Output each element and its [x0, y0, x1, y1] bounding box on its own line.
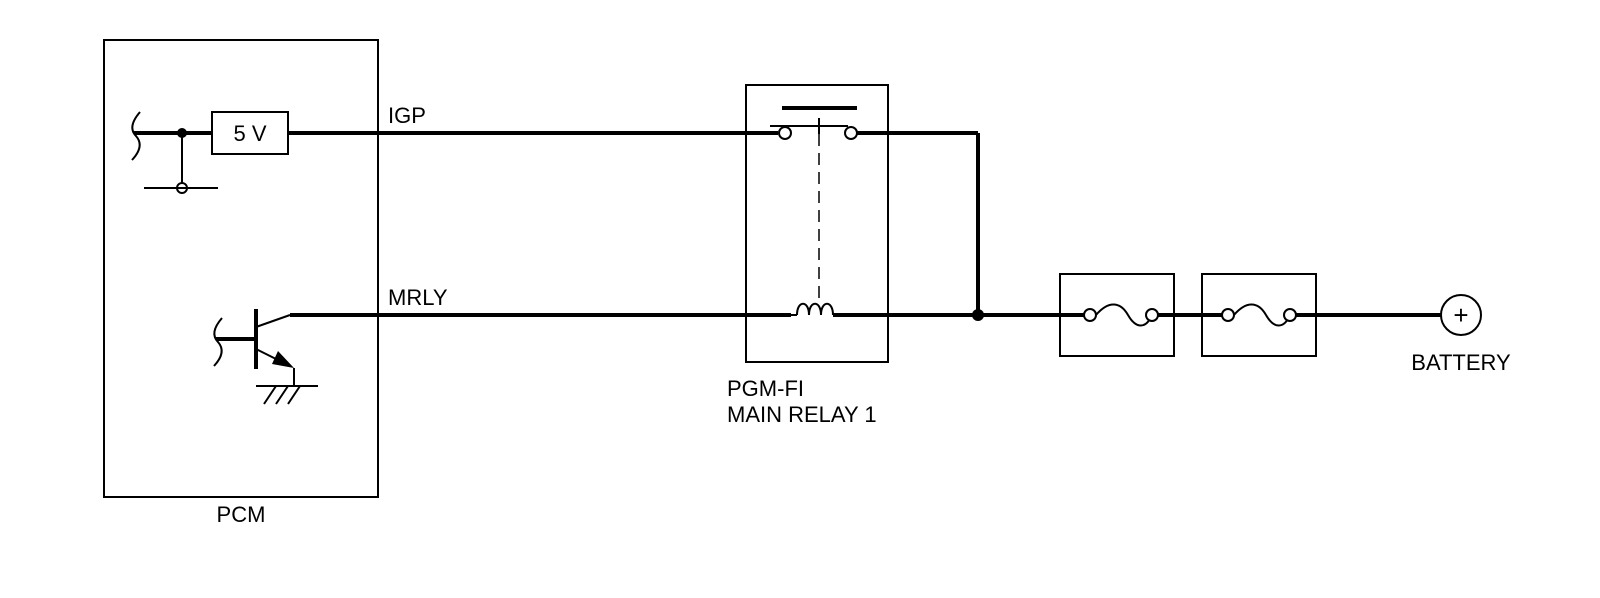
fuse-2: [1201, 273, 1317, 357]
relay-switch-terminal-left: [778, 126, 792, 140]
pcm-label: PCM: [217, 502, 266, 527]
relay-coil-icon: [796, 302, 834, 316]
igp-label: IGP: [388, 103, 426, 128]
battery-terminal-icon: [1440, 294, 1482, 336]
relay-label-line1: PGM-FI: [727, 376, 804, 401]
transistor-base-break-icon: [213, 317, 223, 367]
fuse-icon: [1233, 303, 1291, 327]
main-relay: PGM-FI MAIN RELAY 1: [727, 84, 889, 427]
relay-box: [745, 84, 889, 363]
regulator-5v-label: 5 V: [233, 121, 266, 146]
ground-icon: [256, 385, 318, 405]
battery-plus-symbol: +: [1453, 300, 1468, 330]
battery-label: BATTERY: [1411, 350, 1511, 375]
feed-junction-node: [972, 309, 984, 321]
battery: + BATTERY: [1411, 294, 1511, 375]
transistor-icon: [213, 309, 295, 386]
mrly-label: MRLY: [388, 285, 448, 310]
pcm-box: [103, 39, 379, 498]
relay-switch-terminal-right: [844, 126, 858, 140]
fuse-1: [1059, 273, 1175, 357]
fuse-icon: [1095, 303, 1153, 327]
relay-label-line2: MAIN RELAY 1: [727, 402, 877, 427]
pcm-unit: 5 V PCM: [103, 39, 379, 527]
pcm-input-break-icon: [131, 111, 141, 161]
